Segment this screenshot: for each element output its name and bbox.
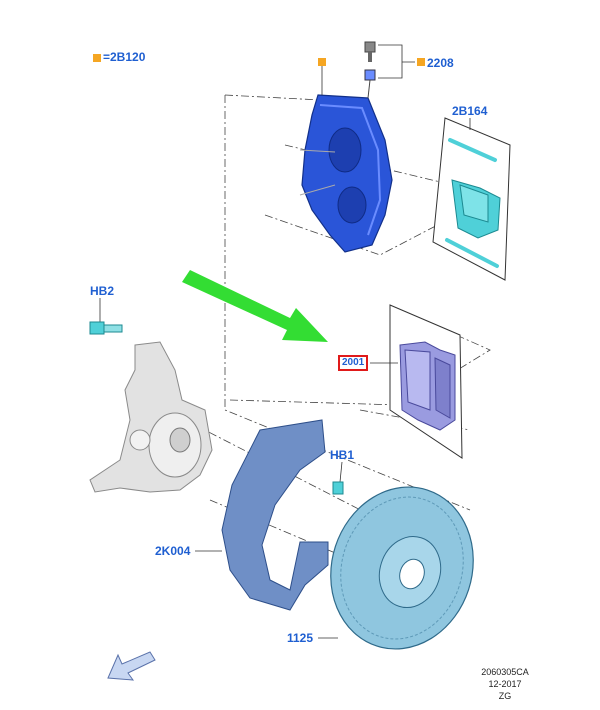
- legend: =2B120: [93, 50, 145, 64]
- pointer-arrow: [182, 270, 328, 342]
- callout-bolt-upper: HB2: [90, 284, 115, 298]
- brake-disc: [330, 486, 474, 650]
- steering-knuckle: [89, 341, 213, 493]
- brake-caliper: [299, 94, 393, 253]
- legend-text: =2B120: [103, 50, 146, 64]
- bolt-upper: [89, 298, 123, 335]
- bolt-shield: [332, 461, 344, 495]
- bleeder-screw: [364, 41, 376, 99]
- callout-shims: 2B164: [452, 104, 488, 118]
- assembly-marker-square: [318, 58, 326, 66]
- brake-pads: [389, 304, 463, 459]
- legend-swatch-icon: [93, 53, 101, 62]
- callout-bolt-shield: HB1: [330, 448, 355, 462]
- dust-shield: [221, 419, 329, 611]
- callout-disc: 1125: [287, 631, 314, 645]
- callout-pads-highlighted: 2001: [338, 355, 369, 371]
- drawing-date: 12-2017: [488, 679, 522, 689]
- drawing-tag: ZG: [498, 691, 512, 701]
- direction-arrow: [107, 651, 156, 681]
- sensor-marker-square: [417, 58, 425, 66]
- callout-shield: 2K004: [155, 544, 191, 558]
- drawing-code: 2060305CA: [481, 667, 529, 677]
- callout-sensor: 2208: [427, 56, 454, 70]
- shim-kit: [432, 117, 511, 281]
